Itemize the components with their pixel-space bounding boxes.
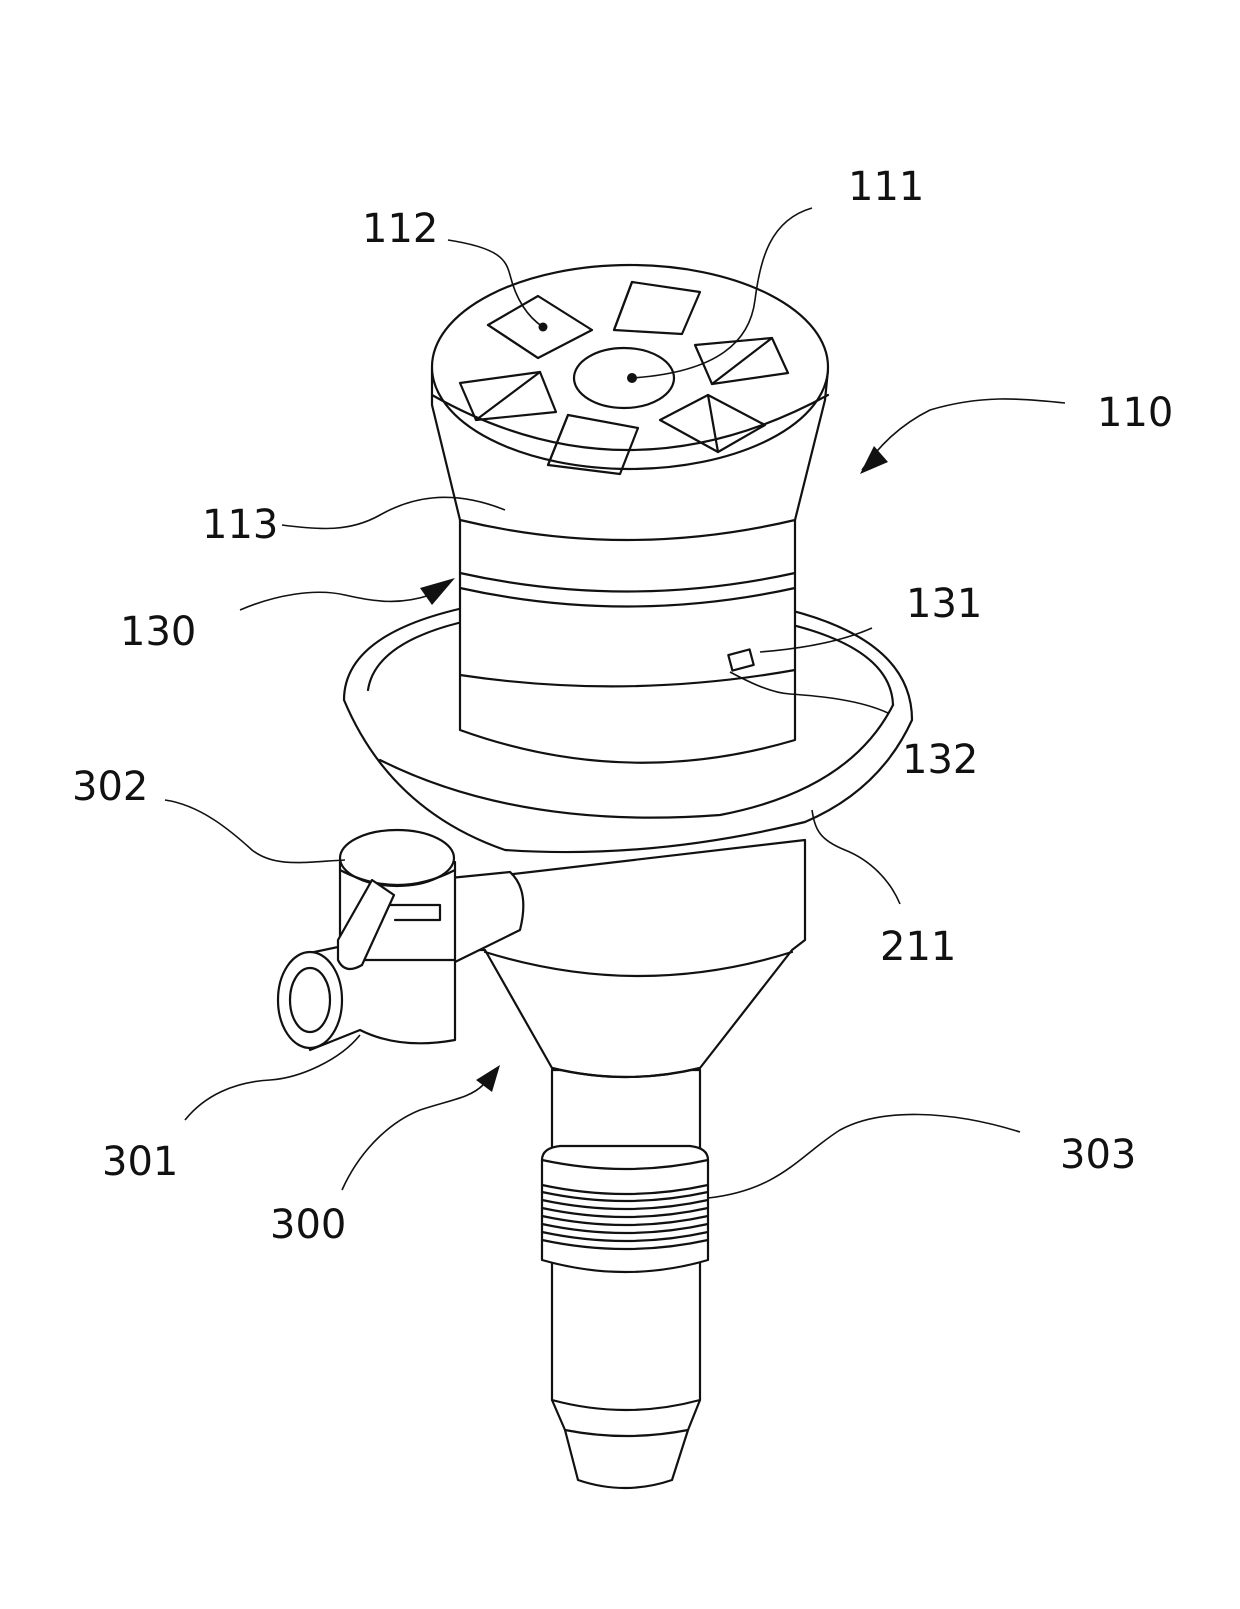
leader-303 xyxy=(708,1114,1020,1198)
label-300: 300 xyxy=(270,1202,346,1248)
label-111: 111 xyxy=(848,164,924,210)
label-301: 301 xyxy=(102,1139,178,1185)
label-130: 130 xyxy=(120,609,196,655)
arrow-110 xyxy=(860,446,888,474)
leader-211 xyxy=(812,810,900,904)
leader-300 xyxy=(342,1085,483,1190)
label-112: 112 xyxy=(362,206,438,252)
leader-130 xyxy=(240,592,430,610)
top-cap xyxy=(432,265,828,540)
leader-302 xyxy=(165,800,345,863)
arrow-130 xyxy=(420,578,455,605)
lower-tube xyxy=(552,1070,700,1488)
side-valve xyxy=(278,830,523,1050)
label-303: 303 xyxy=(1060,1132,1136,1178)
label-110: 110 xyxy=(1097,390,1173,436)
threaded-section xyxy=(542,1146,708,1272)
leader-110 xyxy=(862,399,1065,470)
leader-301 xyxy=(185,1035,360,1120)
label-131: 131 xyxy=(906,581,982,627)
label-113: 113 xyxy=(202,502,278,548)
label-132: 132 xyxy=(902,737,978,783)
label-211: 211 xyxy=(880,924,956,970)
label-302: 302 xyxy=(72,764,148,810)
